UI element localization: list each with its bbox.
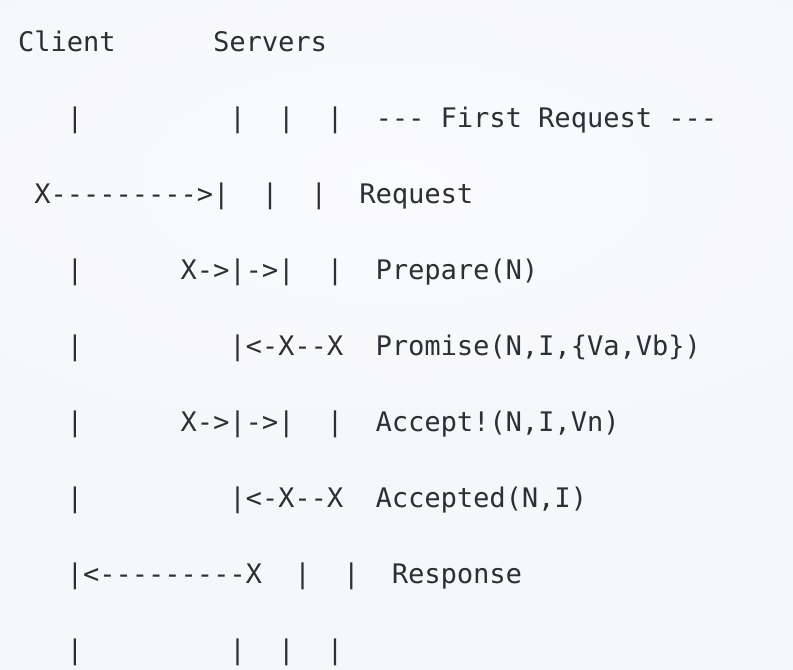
row-label-first-request: --- First Request --- [375,103,717,134]
diagram-row-prepare: | X->|->| | Prepare(N) [18,252,717,290]
diagram-row-accepted: | |<-X--X Accepted(N,I) [18,480,717,518]
row-label-accept: Accept!(N,I,Vn) [375,407,620,438]
lane-art-accepted: | |<-X--X [18,483,344,514]
lane-art-prepare: | X->|->| | [18,255,344,286]
diagram-row-accept: | X->|->| | Accept!(N,I,Vn) [18,404,717,442]
diagram-row-lanes-top: | | | | --- First Request --- [18,100,717,138]
lane-art-accept: | X->|->| | [18,407,344,438]
lane-art-promise: | |<-X--X [18,331,344,362]
diagram-header-row: Client Servers [18,24,717,62]
diagram-row-request: X--------->| | | Request [18,176,717,214]
diagram-row-response: |<---------X | | Response [18,556,717,594]
row-label-request: Request [359,179,474,210]
diagram-row-lanes-bottom: | | | | [18,632,717,670]
lane-art-lanes-top: | | | | [18,103,344,134]
ascii-art-block: Client Servers | | | | --- First Request… [18,24,717,670]
row-label-prepare: Prepare(N) [375,255,539,286]
row-label-accepted: Accepted(N,I) [375,483,587,514]
row-label-promise: Promise(N,I,{Va,Vb}) [375,331,701,362]
lane-art-response: |<---------X | | [18,559,360,590]
header-line: Client Servers [18,27,327,58]
lane-art-request: X--------->| | | [18,179,327,210]
diagram-row-promise: | |<-X--X Promise(N,I,{Va,Vb}) [18,328,717,366]
row-label-response: Response [391,559,522,590]
lane-art-lanes-bottom: | | | | [18,635,344,666]
